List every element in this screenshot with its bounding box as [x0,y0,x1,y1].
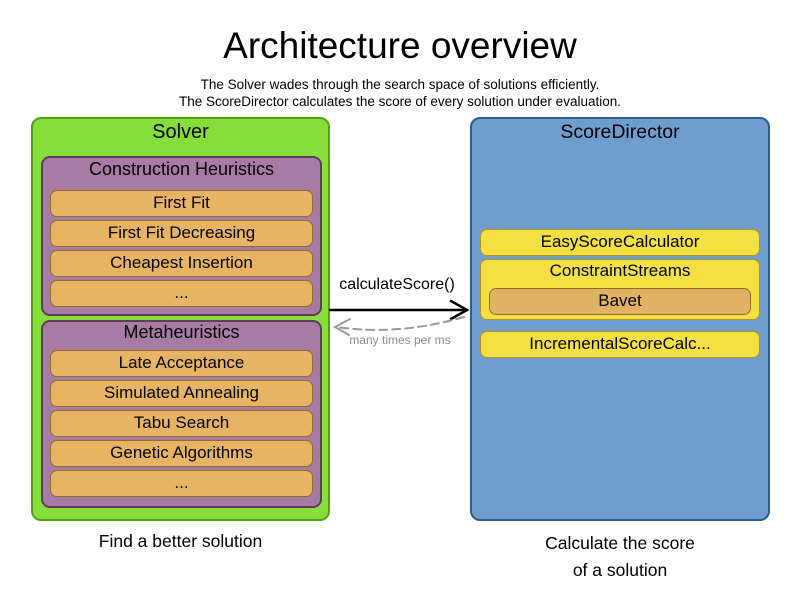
constraint-streams-label: ConstraintStreams [549,261,691,280]
construction-heuristics-title: Construction Heuristics [88,159,275,179]
metaheuristics-title: Metaheuristics [123,322,240,342]
algorithm-item-late-acceptance: Late Acceptance [50,350,313,377]
page-title: Architecture overview [223,25,577,66]
algorithm-item-first-fit: First Fit [50,190,313,217]
algorithm-item-simulated-annealing: Simulated Annealing [50,380,313,407]
subtitle-line-1: The Solver wades through the search spac… [200,77,600,92]
subtitle-line-2: The ScoreDirector calculates the score o… [179,94,621,109]
score-director-caption: Calculate the score of a solution [470,530,770,584]
calculate-score-arrow [328,299,470,321]
solver-caption: Find a better solution [98,531,263,551]
algorithm-item-tabu-search: Tabu Search [50,410,313,437]
calculator-item-bavet: Bavet [489,288,751,315]
calculator-item-easy-score-calculator: EasyScoreCalculator [480,229,760,256]
score-director-caption-line-2: of a solution [572,560,668,580]
frequency-label: many times per ms [349,333,451,347]
algorithm-item-mh-ellipsis: ... [50,470,313,497]
score-director-caption-line-1: Calculate the score [545,533,695,553]
calculate-score-label: calculateScore() [339,276,455,293]
score-director-title: ScoreDirector [560,121,680,143]
algorithm-item-first-fit-decreasing: First Fit Decreasing [50,220,313,247]
solver-title: Solver [152,121,209,143]
algorithm-item-genetic-algorithms: Genetic Algorithms [50,440,313,467]
algorithm-item-cheapest-insertion: Cheapest Insertion [50,250,313,277]
calculator-item-incremental-score-calculator: IncrementalScoreCalc... [480,331,760,358]
algorithm-item-ch-ellipsis: ... [50,280,313,307]
